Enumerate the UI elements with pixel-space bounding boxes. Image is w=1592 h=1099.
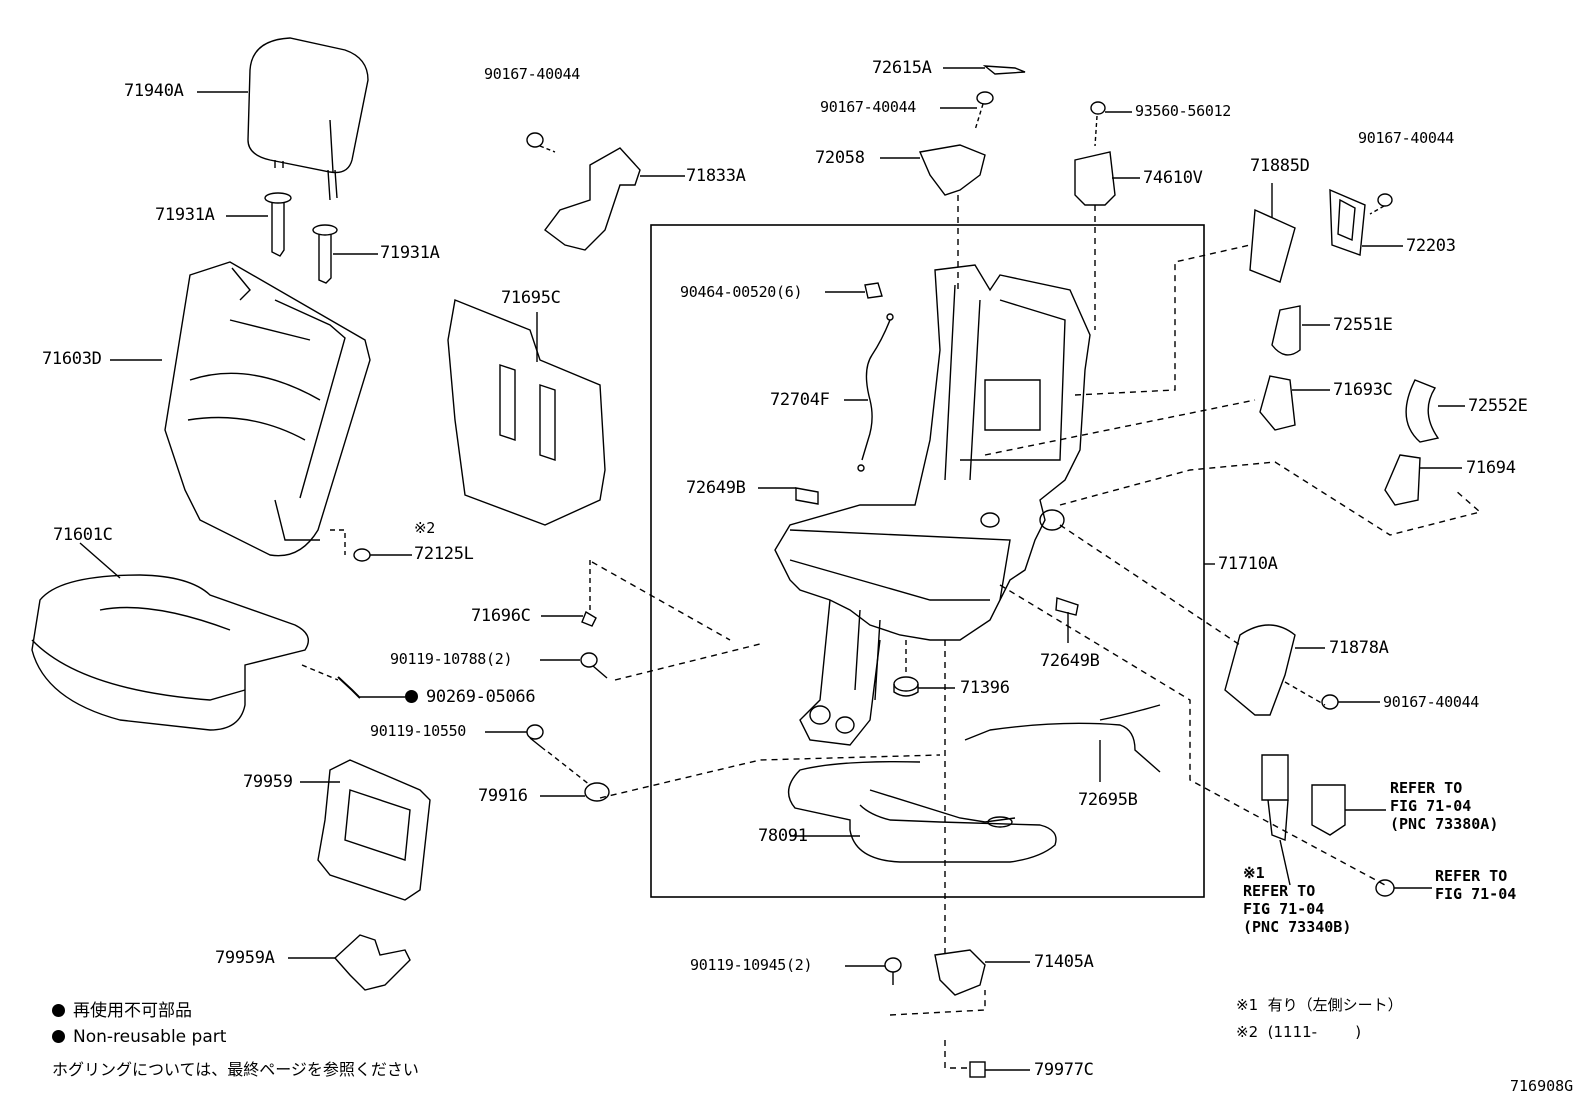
- part-label-90269-text: 90269-05066: [426, 687, 536, 707]
- cover-71694-drawing: [1384, 454, 1462, 506]
- knob-74610V-drawing: [1074, 101, 1140, 330]
- part-label-71931A-second: 71931A: [380, 243, 440, 263]
- seatback-cover-drawing: [110, 261, 371, 557]
- part-label-90119-10550: 90119-10550: [370, 722, 467, 740]
- legend-non-reusable-en: Non-reusable part: [52, 1029, 226, 1046]
- part-label-71694: 71694: [1466, 458, 1516, 478]
- part-label-72058: 72058: [815, 148, 865, 168]
- part-label-71885D: 71885D: [1250, 156, 1310, 176]
- part-label-72551E: 72551E: [1333, 315, 1393, 335]
- legend-en-text: Non-reusable part: [73, 1027, 227, 1047]
- part-label-90119-10945: 90119-10945(2): [690, 956, 813, 974]
- cover-72552E-drawing: [1405, 379, 1465, 443]
- part-label-79959: 79959: [243, 772, 293, 792]
- legend-non-reusable-jp: 再使用不可部品: [52, 1003, 192, 1020]
- part-label-71396: 71396: [960, 678, 1010, 698]
- part-label-71710A: 71710A: [1218, 554, 1278, 574]
- legend-dot-icon: [52, 1004, 65, 1017]
- part-label-71931A: 71931A: [155, 205, 215, 225]
- legend-dot-icon: [52, 1030, 65, 1043]
- cable-78091-drawing: [787, 760, 1057, 863]
- part-label-72203: 72203: [1406, 236, 1456, 256]
- part-label-90167-40044-b: 90167-40044: [820, 98, 917, 116]
- refer-note-73380A: REFER TO FIG 71-04 (PNC 73380A): [1390, 779, 1499, 833]
- headrest-drawing: [197, 37, 369, 201]
- grommet-71396-drawing: [893, 640, 955, 697]
- clip-90464-drawing: [825, 282, 883, 299]
- refer-note-73340B: ※1 REFER TO FIG 71-04 (PNC 73340B): [1243, 864, 1352, 936]
- cable-72695B-drawing: [964, 704, 1161, 782]
- seat-frame-drawing: [774, 264, 1215, 746]
- fastener-71696C-drawing: [541, 560, 597, 627]
- part-label-78091: 78091: [758, 826, 808, 846]
- part-label-72649B-second: 72649B: [1040, 651, 1100, 671]
- bezel-72203-drawing: [1329, 188, 1403, 256]
- cover-71878A-drawing: [1224, 624, 1380, 716]
- bracket-79959A-drawing: [288, 934, 411, 991]
- part-label-90119-10788: 90119-10788(2): [390, 650, 513, 668]
- part-label-72615A: 72615A: [872, 58, 932, 78]
- top-parts-drawing: [880, 65, 1026, 290]
- cover-72551E-drawing: [1271, 305, 1330, 356]
- part-label-71878A: 71878A: [1329, 638, 1389, 658]
- non-reusable-dot-icon: [405, 690, 418, 703]
- bolt-90119-10550-drawing: [485, 724, 591, 786]
- part-label-90167-40044-a: 90167-40044: [484, 65, 581, 83]
- assembly-frame-box: [650, 224, 1205, 898]
- part-label-71833A: 71833A: [686, 166, 746, 186]
- part-note-mark-2: ※2: [414, 519, 435, 537]
- footnote-1: ※1 有り（左側シート）: [1236, 996, 1403, 1014]
- bracket-71405A-drawing: [845, 949, 1030, 1016]
- legend-jp-text: 再使用不可部品: [73, 1001, 192, 1021]
- bracket-79959-drawing: [300, 759, 431, 901]
- part-label-79916: 79916: [478, 786, 528, 806]
- nut-79916-drawing: [540, 782, 610, 802]
- part-label-90464-00520: 90464-00520(6): [680, 283, 803, 301]
- headrest-guide-drawing: [226, 192, 378, 284]
- part-label-79977C: 79977C: [1034, 1060, 1094, 1080]
- hog-ring-drawing: [301, 664, 405, 699]
- part-label-72552E: 72552E: [1468, 396, 1528, 416]
- part-label-71940A: 71940A: [124, 81, 184, 101]
- part-label-72649B: 72649B: [686, 478, 746, 498]
- cable-72704F-drawing: [844, 313, 894, 472]
- seat-cushion-drawing: [31, 542, 309, 731]
- part-label-71695C: 71695C: [501, 288, 561, 308]
- part-label-90269-05066: 90269-05066: [405, 687, 536, 707]
- figure-id: 716908G: [1510, 1077, 1574, 1095]
- bolt-90119-10788-drawing: [540, 561, 761, 681]
- seatbelt-buckle-drawing: [1261, 754, 1432, 897]
- pin-72649B-drawing: [758, 487, 1079, 643]
- part-label-71405A: 71405A: [1034, 952, 1094, 972]
- part-79977C-drawing: [969, 1061, 1030, 1078]
- panel-71885D-drawing: [1249, 183, 1296, 283]
- part-label-71696C: 71696C: [471, 606, 531, 626]
- part-label-71601C: 71601C: [53, 525, 113, 545]
- cover-71833A-drawing: [526, 132, 685, 251]
- part-label-93560-56012: 93560-56012: [1135, 102, 1232, 120]
- footnote-2: ※2 (1111- ): [1236, 1023, 1362, 1041]
- clip-72125L-drawing: [330, 529, 412, 562]
- part-label-79959A: 79959A: [215, 948, 275, 968]
- part-label-72704F: 72704F: [770, 390, 830, 410]
- part-label-72125L: 72125L: [414, 544, 474, 564]
- part-label-74610V: 74610V: [1143, 168, 1203, 188]
- part-label-72695B: 72695B: [1078, 790, 1138, 810]
- part-label-71603D: 71603D: [42, 349, 102, 369]
- part-label-71693C: 71693C: [1333, 380, 1393, 400]
- refer-note-fig-71-04: REFER TO FIG 71-04: [1435, 867, 1517, 903]
- cover-71693C-drawing: [1259, 375, 1330, 431]
- pad-71695C-drawing: [447, 299, 606, 526]
- part-label-90167-40044-d: 90167-40044: [1383, 693, 1480, 711]
- part-label-90167-40044-c: 90167-40044: [1358, 129, 1455, 147]
- legend-hog-ring-note: ホグリングについては、最終ページを参照ください: [52, 1060, 419, 1079]
